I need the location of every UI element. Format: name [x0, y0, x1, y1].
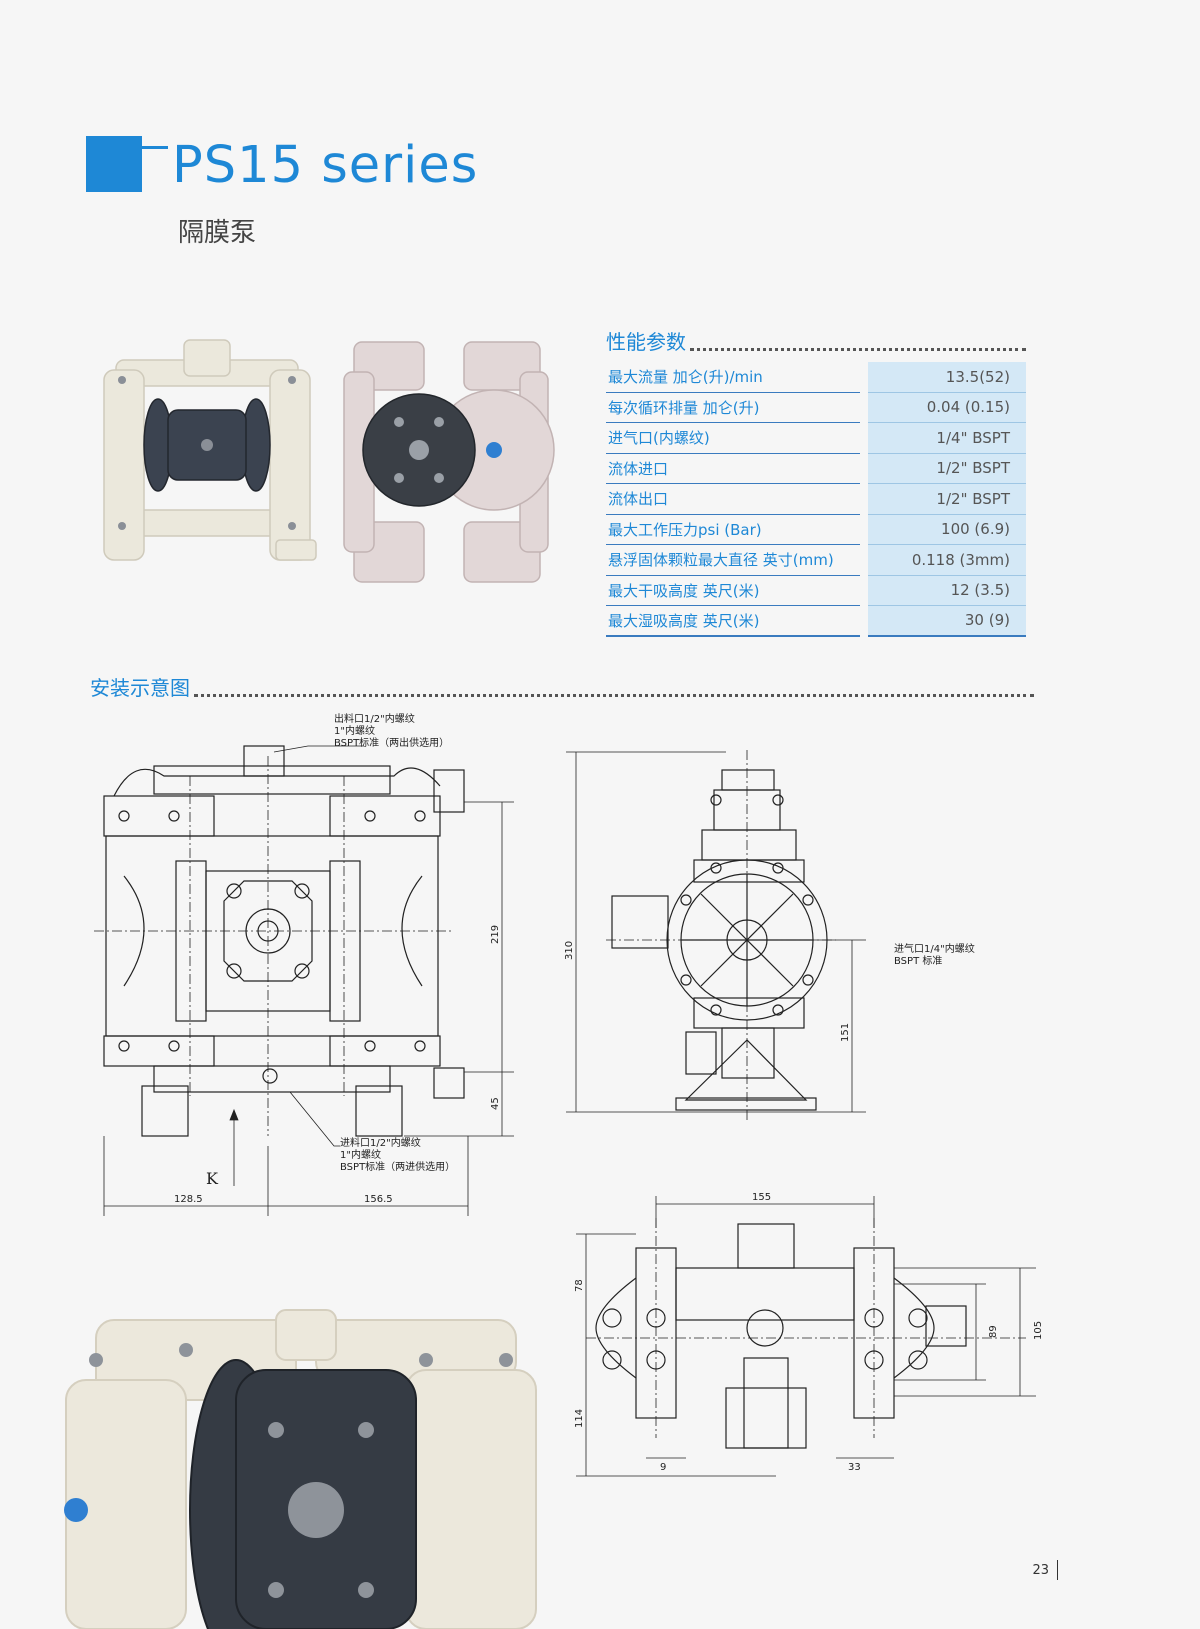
spec-value: 0.04 (0.15): [868, 392, 1026, 423]
spec-label: 流体进口: [606, 454, 860, 484]
dim-128-5: 128.5: [174, 1194, 203, 1205]
spec-value: 1/4" BSPT: [868, 423, 1026, 454]
spec-row: 最大工作压力psi (Bar) 100 (6.9): [606, 514, 1026, 545]
series-title: PS15 series: [172, 136, 479, 195]
spec-label: 最大干吸高度 英尺(米): [606, 576, 860, 606]
spec-row: 进气口(内螺纹) 1/4" BSPT: [606, 423, 1026, 454]
dim-9: 9: [660, 1462, 666, 1473]
series-logo-line: [120, 146, 168, 149]
pump-photo-large: [64, 1309, 537, 1629]
dim-219: 219: [490, 925, 501, 944]
series-logo-block: [86, 136, 142, 192]
specs-heading-label: 性能参数: [606, 330, 686, 354]
spec-value: 100 (6.9): [868, 514, 1026, 545]
dim-33: 33: [848, 1462, 861, 1473]
page-number: 23: [1032, 1560, 1058, 1580]
specs-heading-dots: [690, 347, 1026, 351]
inlet-note-3: BSPT标准（两进供选用）: [340, 1160, 455, 1173]
dim-89: 89: [988, 1325, 999, 1338]
spec-label: 最大流量 加仑(升)/min: [606, 362, 860, 393]
inlet-note-1: 进料口1/2"内螺纹: [340, 1136, 421, 1149]
spec-label: 流体出口: [606, 484, 860, 515]
spec-label: 每次循环排量 加仑(升): [606, 393, 860, 423]
bottom-view-drawing: 155 78 114 89 105 9 33: [574, 1192, 1044, 1477]
install-heading-dots: [194, 693, 1034, 697]
outlet-note-2: 1"内螺纹: [334, 724, 375, 737]
specs-heading: 性能参数: [606, 326, 1026, 355]
spec-value: 12 (3.5): [868, 575, 1026, 606]
spec-value: 30 (9): [868, 606, 1026, 637]
outlet-note-3: BSPT标准（两出供选用）: [334, 736, 449, 749]
spec-row: 流体进口 1/2" BSPT: [606, 453, 1026, 484]
spec-row: 最大湿吸高度 英尺(米) 30 (9): [606, 606, 1026, 637]
dim-105: 105: [1033, 1321, 1044, 1340]
install-heading-label: 安装示意图: [90, 676, 190, 700]
spec-label: 最大湿吸高度 英尺(米): [606, 606, 860, 637]
series-subtitle: 隔膜泵: [178, 218, 257, 248]
air-note-2: BSPT 标准: [894, 955, 942, 967]
dim-78: 78: [574, 1279, 585, 1292]
air-note-1: 进气口1/4"内螺纹: [894, 942, 975, 955]
spec-label: 进气口(内螺纹): [606, 423, 860, 454]
side-view-drawing: 310 151 进气口1/4"内螺纹 BSPT 标准: [564, 750, 975, 1120]
spec-value: 1/2" BSPT: [868, 484, 1026, 515]
spec-row: 最大流量 加仑(升)/min 13.5(52): [606, 362, 1026, 393]
install-heading: 安装示意图: [90, 672, 1034, 701]
spec-value: 0.118 (3mm): [868, 545, 1026, 576]
page-number-divider: [1057, 1560, 1058, 1580]
dim-151: 151: [840, 1023, 851, 1042]
dim-155: 155: [752, 1192, 771, 1203]
dim-45: 45: [490, 1097, 501, 1110]
spec-value: 13.5(52): [868, 362, 1026, 393]
spec-row: 每次循环排量 加仑(升) 0.04 (0.15): [606, 392, 1026, 423]
spec-row: 流体出口 1/2" BSPT: [606, 484, 1026, 515]
page-number-text: 23: [1032, 1562, 1049, 1578]
dim-156-5: 156.5: [364, 1194, 393, 1205]
k-label: K: [206, 1169, 219, 1188]
dim-114: 114: [574, 1409, 585, 1428]
spec-label: 最大工作压力psi (Bar): [606, 515, 860, 545]
spec-value: 1/2" BSPT: [868, 453, 1026, 484]
dim-310: 310: [564, 941, 575, 960]
front-view-drawing: 出料口1/2"内螺纹 1"内螺纹 BSPT标准（两出供选用） 进料口1/2"内螺…: [94, 712, 514, 1216]
spec-row: 最大干吸高度 英尺(米) 12 (3.5): [606, 575, 1026, 606]
spec-row: 悬浮固体颗粒最大直径 英寸(mm) 0.118 (3mm): [606, 545, 1026, 576]
specs-table: 最大流量 加仑(升)/min 13.5(52) 每次循环排量 加仑(升) 0.04 …: [606, 362, 1026, 637]
spec-label: 悬浮固体颗粒最大直径 英寸(mm): [606, 545, 860, 576]
inlet-note-2: 1"内螺纹: [340, 1148, 381, 1161]
pump-photo-gray: [343, 332, 555, 594]
pump-photo-white: [96, 339, 318, 570]
outlet-note-1: 出料口1/2"内螺纹: [334, 712, 415, 725]
